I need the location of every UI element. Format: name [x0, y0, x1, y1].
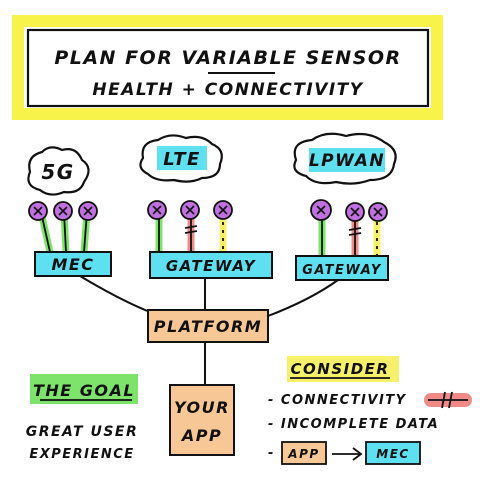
broken-link-icon	[424, 391, 472, 409]
your-app-line-2: APP	[180, 426, 222, 445]
consider-app-label: APP	[287, 447, 319, 461]
consider-item-dash: -	[268, 446, 275, 461]
network-5g-label: 5G	[41, 160, 74, 184]
consider-item-connectivity: - CONNECTIVITY	[268, 393, 407, 408]
sensors	[28, 199, 388, 222]
title-line-1: PLAN FOR VARIABLE SENSOR	[54, 47, 401, 69]
your-app-line-1: YOUR	[174, 398, 230, 417]
consider-item-incomplete-data: - INCOMPLETE DATA	[268, 417, 439, 432]
title-line-2: HEALTH + CONNECTIVITY	[92, 80, 363, 100]
sensor-5g-3	[78, 201, 98, 221]
sensor-lte-3	[213, 200, 233, 220]
consider-app-box: APP	[281, 441, 327, 465]
network-lpwan-label: LPWAN	[309, 151, 385, 171]
cloud-5g: 5G	[27, 146, 90, 196]
consider-mec-label: MEC	[376, 447, 409, 461]
gateway-lte-node: GATEWAY	[149, 251, 273, 279]
goal-section: THE GOAL GREAT USER EXPERIENCE	[26, 374, 139, 462]
sensor-lte-2	[180, 200, 200, 220]
gateway-lpwan-node: GATEWAY	[295, 255, 389, 281]
sensor-lte-1	[147, 200, 167, 220]
sensor-lpwan-1	[310, 199, 332, 221]
title-box: PLAN FOR VARIABLE SENSOR HEALTH + CONNEC…	[12, 15, 443, 120]
cloud-lpwan: LPWAN	[293, 132, 397, 185]
gateway-lpwan-label: GATEWAY	[302, 263, 382, 278]
platform-label: PLATFORM	[154, 317, 262, 336]
connectors	[79, 275, 339, 385]
arrow-right-icon	[332, 447, 363, 461]
consider-section: CONSIDER - CONNECTIVITY - INCOMPLETE DAT…	[268, 356, 472, 465]
sensor-lpwan-3	[368, 202, 388, 222]
consider-mec-box: MEC	[365, 441, 421, 465]
gateway-lte-label: GATEWAY	[166, 257, 257, 275]
sensor-5g-2	[53, 201, 73, 221]
sensor-lpwan-2	[345, 202, 365, 222]
your-app-node: YOUR APP	[169, 384, 235, 456]
goal-heading: THE GOAL	[33, 381, 135, 400]
mec-node: MEC	[34, 251, 112, 277]
goal-line-2: EXPERIENCE	[29, 447, 134, 462]
cloud-lte: LTE	[139, 134, 223, 183]
consider-heading: CONSIDER	[291, 360, 390, 378]
sensor-5g-1	[28, 201, 48, 221]
mec-label: MEC	[51, 255, 94, 274]
platform-node: PLATFORM	[147, 309, 269, 343]
network-lte-label: LTE	[163, 149, 201, 170]
goal-line-1: GREAT USER	[26, 424, 139, 440]
